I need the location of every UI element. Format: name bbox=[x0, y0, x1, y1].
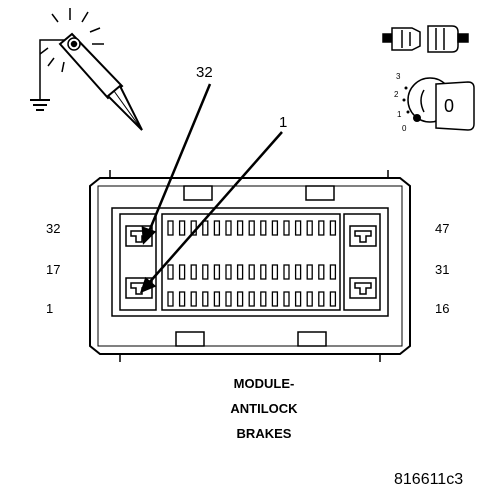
pin-slot bbox=[283, 264, 290, 280]
pin-slot bbox=[202, 220, 209, 236]
pin-slot bbox=[213, 291, 221, 307]
pin-slot bbox=[178, 220, 186, 236]
pin-slot bbox=[271, 264, 279, 280]
pin-slot bbox=[260, 264, 267, 280]
callout-label-1: 1 bbox=[279, 114, 287, 131]
pin-slot bbox=[306, 220, 313, 236]
pin-slot bbox=[271, 291, 279, 307]
pin-slot bbox=[248, 220, 255, 236]
ignition-position-0: 0 bbox=[402, 124, 407, 133]
ignition-position-3: 3 bbox=[396, 72, 401, 81]
pin-slot bbox=[318, 220, 325, 236]
large-terminals bbox=[125, 225, 377, 299]
pin-slot bbox=[225, 220, 232, 236]
connector-housing bbox=[89, 170, 411, 362]
pin-slot bbox=[318, 291, 325, 307]
pin-slot bbox=[225, 291, 232, 307]
pin-slot bbox=[329, 220, 337, 236]
pin-slot bbox=[190, 291, 197, 307]
pin-label-left-top: 32 bbox=[46, 221, 60, 236]
test-light-probe-icon bbox=[30, 8, 143, 131]
ignition-key-off-icon: 3 2 1 0 0 bbox=[394, 72, 475, 133]
pin-slot bbox=[283, 220, 290, 236]
caption-line-3: BRAKES bbox=[237, 426, 292, 441]
connector-disconnected-icon bbox=[382, 25, 469, 53]
pin-slot bbox=[260, 220, 267, 236]
pin-slot bbox=[294, 220, 302, 236]
pin-label-right-mid: 31 bbox=[435, 262, 449, 277]
callout-line-1 bbox=[147, 131, 283, 285]
pin-slot bbox=[283, 291, 290, 307]
pin-slot bbox=[213, 220, 221, 236]
pin-slot bbox=[178, 291, 186, 307]
callout-label-32: 32 bbox=[196, 64, 213, 81]
pin-slot bbox=[190, 264, 197, 280]
pin-slot bbox=[213, 264, 221, 280]
pin-slot bbox=[271, 220, 279, 236]
pin-slot bbox=[202, 264, 209, 280]
pin-slot bbox=[225, 264, 232, 280]
ignition-key-label: 0 bbox=[444, 96, 454, 116]
pin-slot bbox=[306, 264, 313, 280]
pin-slot bbox=[202, 291, 209, 307]
pin-label-right-bottom: 16 bbox=[435, 301, 449, 316]
pin-slot bbox=[260, 291, 267, 307]
terminal-16 bbox=[349, 277, 377, 299]
pin-slot bbox=[167, 291, 174, 307]
pin-slot bbox=[294, 291, 302, 307]
ground-symbol-icon bbox=[30, 99, 50, 111]
ignition-position-1: 1 bbox=[397, 110, 402, 119]
callout-line-32 bbox=[146, 83, 212, 235]
pin-slot bbox=[329, 264, 337, 280]
pin-slot bbox=[318, 264, 325, 280]
callout-arrows bbox=[139, 83, 283, 294]
pin-slot bbox=[236, 291, 244, 307]
pin-field bbox=[167, 220, 337, 307]
caption-line-2: ANTILOCK bbox=[230, 401, 298, 416]
pin-label-left-mid: 17 bbox=[46, 262, 60, 277]
callout-arrowhead-1 bbox=[139, 276, 157, 294]
terminal-47 bbox=[349, 225, 377, 247]
pin-slot bbox=[248, 264, 255, 280]
pin-slot bbox=[167, 220, 174, 236]
pin-slot bbox=[236, 264, 244, 280]
pin-slot bbox=[167, 264, 174, 280]
pin-label-right-top: 47 bbox=[435, 221, 449, 236]
figure-code: 816611c3 bbox=[394, 471, 463, 488]
pin-slot bbox=[329, 291, 337, 307]
pin-slot bbox=[294, 264, 302, 280]
pin-slot bbox=[248, 291, 255, 307]
pin-slot bbox=[236, 220, 244, 236]
pin-slot bbox=[178, 264, 186, 280]
callout-arrowhead-32 bbox=[141, 226, 157, 245]
pin-slot bbox=[306, 291, 313, 307]
ignition-position-2: 2 bbox=[394, 90, 399, 99]
caption-line-1: MODULE- bbox=[234, 376, 295, 391]
pin-label-left-bottom: 1 bbox=[46, 301, 53, 316]
